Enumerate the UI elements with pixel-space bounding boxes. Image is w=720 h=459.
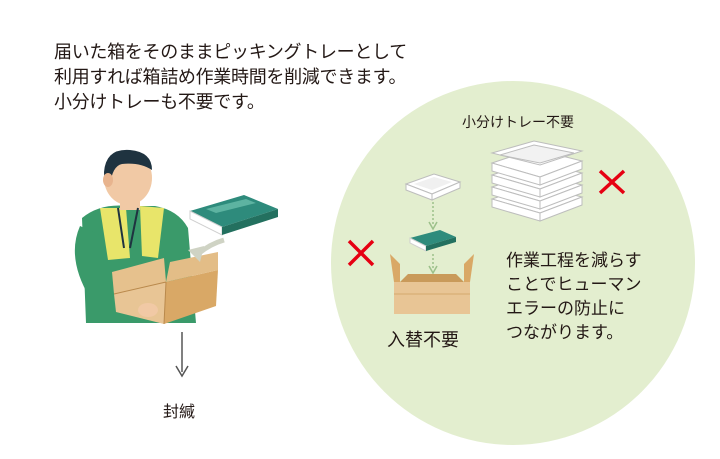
tray-unneeded-label: 小分けトレー不要 [462, 115, 574, 131]
down-arrow-icon [175, 332, 189, 378]
intro-text: 届いた箱をそのままピッキングトレーとして 利用すれば箱詰め作業時間を削減できます… [54, 40, 474, 115]
dotted-arrow-2-icon [428, 254, 438, 275]
dotted-arrow-icon [428, 202, 438, 231]
effect-line-3: エラーの防止に [506, 299, 625, 319]
cross-icon [598, 169, 626, 195]
book-icon [189, 195, 278, 236]
small-book-icon [409, 230, 456, 252]
intro-line-3: 小分けトレーも不要です。 [54, 92, 265, 113]
seal-label: 封緘 [163, 402, 196, 421]
small-tray-icon [404, 173, 462, 201]
stacked-trays-icon [490, 140, 584, 222]
no-swap-label: 入替不要 [387, 330, 459, 351]
cardboard-box-icon [390, 254, 474, 314]
open-box-icon [112, 252, 218, 325]
effect-line-2: ことでヒューマン [506, 275, 642, 295]
intro-line-1: 届いた箱をそのままピッキングトレーとして [54, 42, 407, 63]
effect-text: 作業工程を減らす ことでヒューマン エラーの防止に つながります。 [506, 249, 686, 345]
intro-line-2: 利用すれば箱詰め作業時間を削減できます。 [54, 67, 407, 88]
curved-arrow-icon [188, 237, 225, 262]
cross-2-icon [347, 239, 375, 267]
effect-line-1: 作業工程を減らす [506, 251, 642, 271]
effect-line-4: つながります。 [506, 323, 624, 343]
